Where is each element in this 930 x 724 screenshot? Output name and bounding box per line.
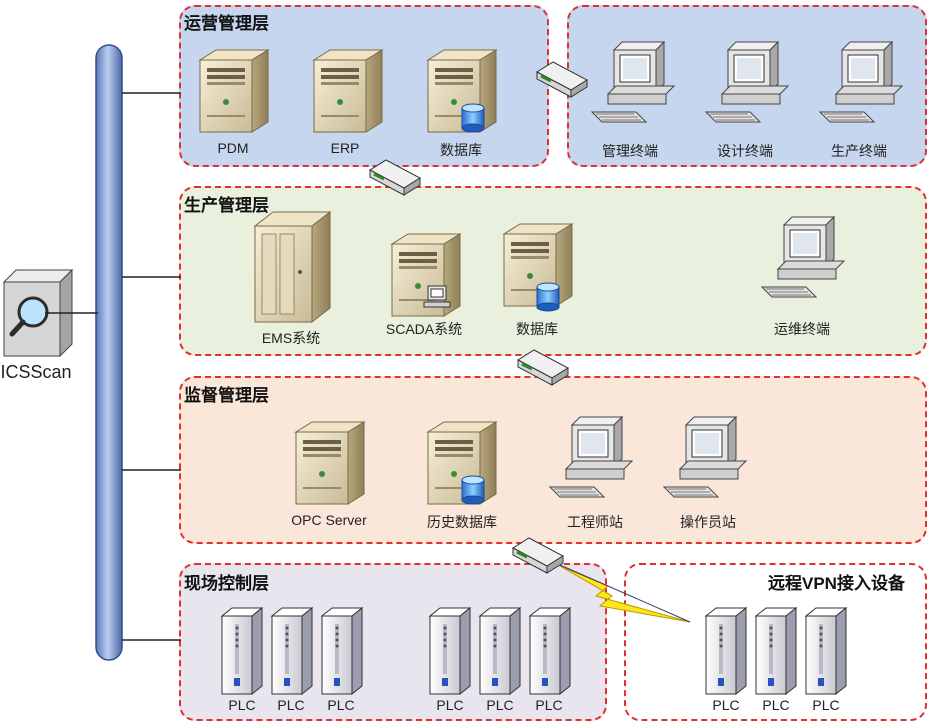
supervision-layer-title: 监督管理层 [184, 386, 269, 405]
vpn-plc-2 [755, 607, 797, 695]
design-terminal-label: 设计终端 [717, 143, 773, 159]
mgmt-terminal-label: 管理终端 [602, 143, 658, 159]
vpn-layer-title: 远程VPN接入设备 [768, 574, 905, 593]
scada-label: SCADA系统 [385, 321, 463, 337]
ops-terminal-label: 运维终端 [774, 321, 830, 337]
field-plc-label: PLC [486, 697, 514, 713]
pdm-label: PDM [217, 140, 249, 156]
field-layer-title: 现场控制层 [184, 574, 269, 593]
field-plc-label: PLC [535, 697, 563, 713]
operations-layer-title: 运营管理层 [184, 14, 269, 33]
ops-terminal-pc [761, 216, 845, 298]
vpn-plc-label: PLC [812, 697, 840, 713]
ems-label: EMS系统 [261, 330, 321, 346]
engineer-station-pc [549, 416, 633, 498]
vpn-plc-label: PLC [762, 697, 790, 713]
history-database-icon [461, 475, 485, 505]
icsscan-label: ICSScan [0, 362, 72, 382]
erp-label: ERP [330, 140, 360, 156]
field-plc-4 [429, 607, 471, 695]
field-plc-5 [479, 607, 521, 695]
scada-workstation-icon [423, 285, 451, 308]
field-plc-3 [321, 607, 363, 695]
field-plc-label: PLC [327, 697, 355, 713]
history-database-label: 历史数据库 [427, 514, 497, 530]
opc-server [295, 421, 365, 505]
production-terminal-label: 生产终端 [831, 143, 887, 159]
database-icon [461, 103, 485, 133]
icsscan-device [2, 268, 74, 358]
operator-station-pc [663, 416, 747, 498]
field-plc-6 [529, 607, 571, 695]
field-plc-label: PLC [228, 697, 256, 713]
production-database-label: 数据库 [516, 321, 558, 337]
production-database-icon [536, 282, 560, 312]
production-terminal-pc [819, 41, 903, 123]
field-plc-label: PLC [436, 697, 464, 713]
network-bus [95, 44, 123, 661]
switch-production-supervision [516, 348, 570, 387]
operator-station-label: 操作员站 [680, 514, 736, 530]
design-terminal-pc [705, 41, 789, 123]
field-plc-label: PLC [277, 697, 305, 713]
vpn-plc-1 [705, 607, 747, 695]
vpn-plc-3 [805, 607, 847, 695]
switch-supervision-field [511, 536, 565, 575]
database-label: 数据库 [440, 142, 482, 158]
engineer-station-label: 工程师站 [567, 514, 623, 530]
field-plc-2 [271, 607, 313, 695]
erp-server [313, 49, 383, 133]
production-layer-title: 生产管理层 [184, 196, 269, 215]
field-plc-1 [221, 607, 263, 695]
ems-server [253, 210, 332, 324]
mgmt-terminal-pc [591, 41, 675, 123]
switch-operations-terminals [535, 60, 589, 99]
pdm-server [199, 49, 269, 133]
vpn-plc-label: PLC [712, 697, 740, 713]
opc-server-label: OPC Server [291, 512, 367, 528]
switch-operations-production [368, 158, 422, 197]
